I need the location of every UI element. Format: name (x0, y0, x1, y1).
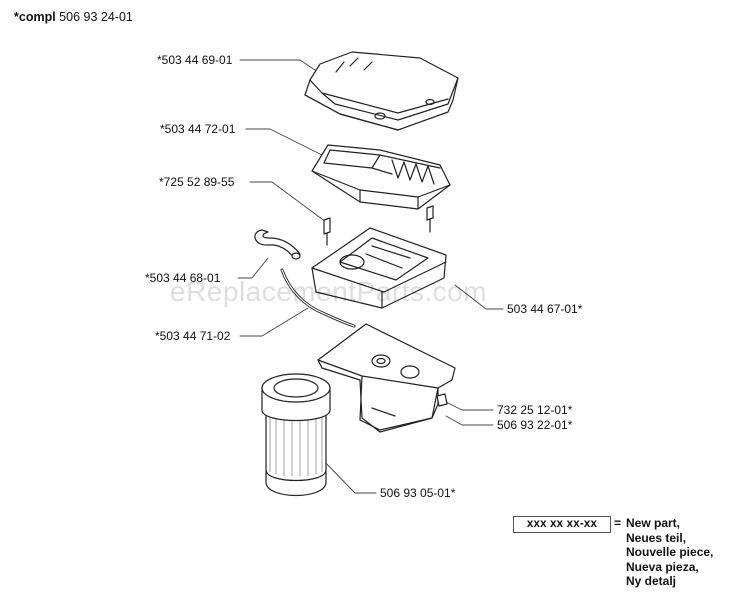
part-label-filter-cylinder[interactable]: 506 93 05-01* (380, 486, 456, 500)
legend-code-box: xxx xx xx-xx (513, 516, 611, 533)
filter-insert (311, 144, 451, 210)
legend-line: Ny detalj (626, 574, 677, 588)
base-plate (311, 227, 447, 309)
part-label-housing[interactable]: 506 93 22-01* (497, 418, 573, 432)
watermark: eReplacementParts.com (170, 276, 488, 307)
cylinder-filter (261, 373, 331, 497)
part-label-hose-small[interactable]: *503 44 68-01 (145, 271, 221, 285)
legend-equals: = (614, 516, 622, 530)
part-label-cover[interactable]: *503 44 69-01 (157, 53, 233, 67)
part-label-hose-long[interactable]: *503 44 71-02 (155, 329, 231, 343)
legend-text: New part, Neues teil, Nouvelle piece, Nu… (626, 516, 713, 589)
top-screws (323, 205, 434, 246)
part-label-screw-bottom[interactable]: 732 25 12-01* (497, 403, 573, 417)
leader-lines (237, 59, 504, 494)
housing (317, 323, 456, 433)
legend-line: Neues teil, (626, 530, 687, 545)
assembly-prefix: *compl (14, 10, 56, 24)
assembly-number: 506 93 24-01 (59, 10, 133, 24)
legend-line: Nueva pieza, (626, 559, 699, 574)
part-label-filter-top[interactable]: *503 44 72-01 (160, 122, 236, 136)
part-label-screws-top[interactable]: *725 52 89-55 (159, 175, 235, 189)
part-label-base-plate[interactable]: 503 44 67-01* (507, 302, 583, 316)
air-filter-cover (304, 51, 459, 131)
small-hose (254, 229, 301, 260)
housing-screw (436, 393, 448, 407)
legend-line: New part, (626, 516, 681, 530)
legend-line: Nouvelle piece, (626, 545, 714, 559)
assembly-header: *compl 506 93 24-01 (14, 10, 133, 24)
long-hose (280, 268, 356, 328)
